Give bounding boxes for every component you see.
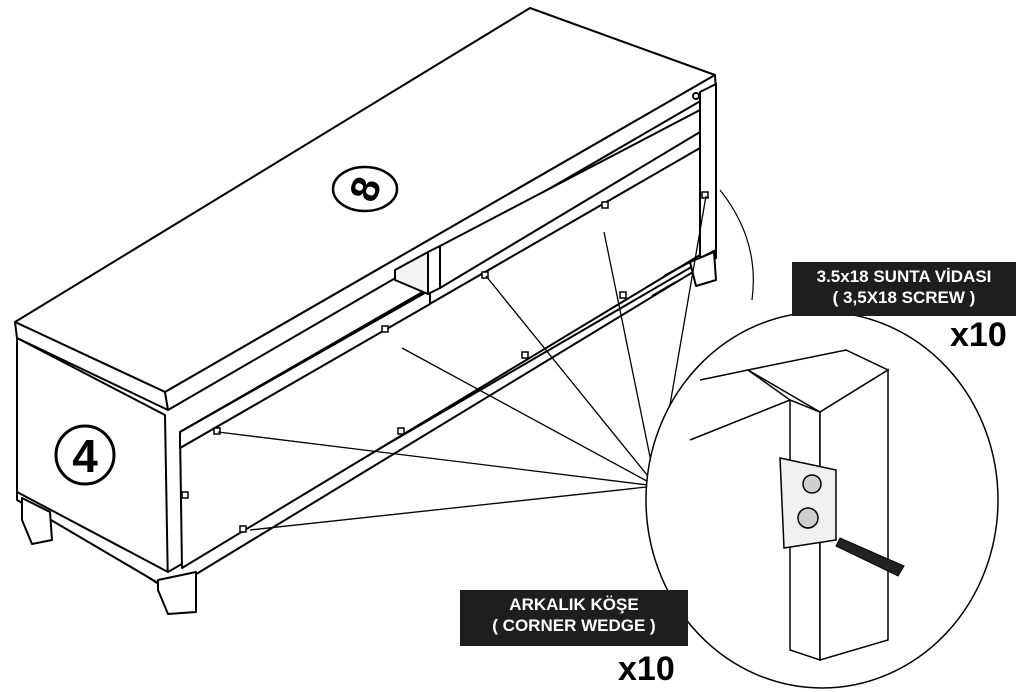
detail-screw-hole-icon <box>797 507 819 529</box>
right-side-panel <box>699 83 717 259</box>
tv-cabinet-drawing <box>14 7 717 615</box>
panel-4-number: 4 <box>72 430 98 482</box>
leg-back-right <box>689 251 717 287</box>
corner-wedge-marker <box>521 351 529 359</box>
corner-wedge-marker <box>619 291 627 299</box>
detail-post-side <box>819 368 889 662</box>
corner-wedge-marker <box>601 201 609 209</box>
detail-connector-line <box>719 189 754 301</box>
detail-magnifier <box>645 311 999 689</box>
corner-wedge-marker <box>701 191 709 199</box>
detail-screw-hole-icon <box>802 474 822 494</box>
corner-wedge-marker <box>381 325 389 333</box>
screw-label-line1: 3.5x18 SUNTA VİDASI <box>816 267 992 286</box>
panel-4-badge: 4 <box>54 424 116 486</box>
corner-wedge-quantity: x10 <box>618 650 675 688</box>
screw-head-icon <box>692 92 700 100</box>
corner-wedge-marker <box>239 525 247 533</box>
corner-wedge-markers <box>181 191 709 533</box>
upper-compartment <box>439 109 701 289</box>
corner-wedge-marker <box>481 271 489 279</box>
leg-front-left <box>21 497 53 545</box>
corner-wedge-label-box: ARKALIK KÖŞE ( CORNER WEDGE ) <box>460 590 688 646</box>
detail-corner-wedge <box>779 457 837 549</box>
corner-wedge-label-line2: ( CORNER WEDGE ) <box>492 616 656 635</box>
corner-wedge-label-line1: ARKALIK KÖŞE <box>509 595 639 614</box>
corner-wedge-marker <box>181 491 189 499</box>
inner-shelf-top <box>394 251 429 295</box>
leg-front-right <box>157 571 197 615</box>
screw-label-box: 3.5x18 SUNTA VİDASI ( 3,5X18 SCREW ) <box>792 262 1016 316</box>
detail-screw-icon <box>835 537 905 577</box>
screw-markers <box>651 92 700 297</box>
panel-8-badge: 8 <box>331 165 399 213</box>
corner-wedge-marker <box>397 427 405 435</box>
screw-label-line2: ( 3,5X18 SCREW ) <box>832 288 976 307</box>
corner-wedge-marker <box>213 427 221 435</box>
center-divider <box>427 245 441 295</box>
screw-quantity: x10 <box>950 316 1007 354</box>
